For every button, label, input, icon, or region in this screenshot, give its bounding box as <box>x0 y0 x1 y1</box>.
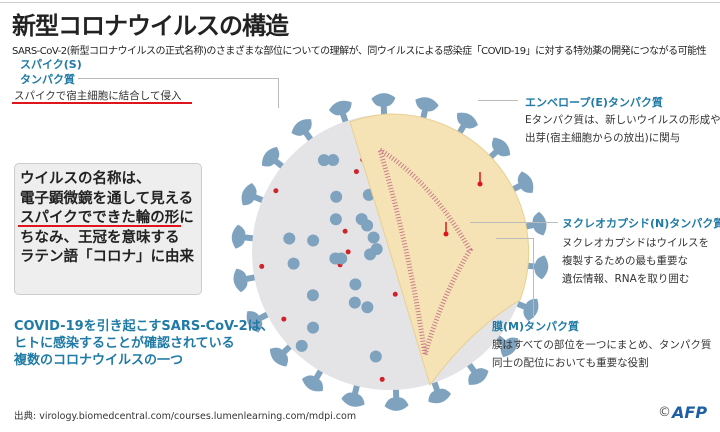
envelope-protein <box>259 264 264 269</box>
envelope-desc: Eタンパク質は、新しいウイルスの形成や出芽(宿主細胞からの放出)に関与 <box>525 111 720 147</box>
surface-spike <box>364 248 376 260</box>
surface-spike <box>368 231 380 243</box>
spike-leader-line <box>78 78 278 79</box>
spike-label-sub: タンパク質 <box>20 71 75 87</box>
source-credit: 出典: virology.biomedcentral.com/courses.l… <box>14 408 356 422</box>
name-underline <box>18 225 181 227</box>
envelope-protein <box>354 169 359 174</box>
nucleocapsid-desc: ヌクレオカプシドはウイルスを複製するための最も重要な遺伝情報、RNAを取り囲む <box>562 234 709 288</box>
surface-spike <box>307 234 319 246</box>
surface-spike <box>330 191 342 203</box>
envelope-protein <box>343 229 348 234</box>
envelope-label: エンベロープ(E)タンパク質 <box>525 94 663 110</box>
surface-spike <box>370 350 382 362</box>
nucleocapsid-label: ヌクレオカプシド(N)タンパク質 <box>562 215 720 231</box>
surface-spike <box>361 301 373 313</box>
membrane-desc: 膜はすべての部位を一つにまとめ、タンパク質同士の配位においても重要な役割 <box>492 336 711 372</box>
envelope-protein <box>281 317 286 322</box>
surface-spike <box>307 322 319 334</box>
spike-label: スパイク(S) <box>20 56 82 72</box>
surface-spike <box>296 340 308 352</box>
surface-spike <box>283 233 295 245</box>
envelope-protein <box>393 292 398 297</box>
surface-spike <box>361 219 373 231</box>
envelope-protein <box>273 188 278 193</box>
membrane-label: 膜(M)タンパク質 <box>492 318 579 334</box>
surface-spike <box>307 289 319 301</box>
envelope-protein <box>380 377 385 382</box>
envelope-protein <box>346 249 351 254</box>
surface-spike <box>335 252 347 264</box>
covid-note: COVID-19を引き起こすSARS-CoV-2は、 ヒトに感染することが確認さ… <box>14 318 274 369</box>
surface-spike <box>288 258 300 270</box>
afp-logo: AFP <box>672 403 707 422</box>
surface-spike <box>318 154 330 166</box>
name-info-text: ウイルスの名称は、 電子顕微鏡を通して見える スパイクでできた輪の形に ちなみ、… <box>20 170 194 268</box>
spike-underline <box>12 102 192 104</box>
surface-spike <box>330 213 342 225</box>
copyright-symbol: © <box>658 405 671 420</box>
spike-desc: スパイクで宿主細胞に結合して侵入 <box>14 88 181 103</box>
surface-spike <box>349 278 361 290</box>
surface-spike <box>349 297 361 309</box>
